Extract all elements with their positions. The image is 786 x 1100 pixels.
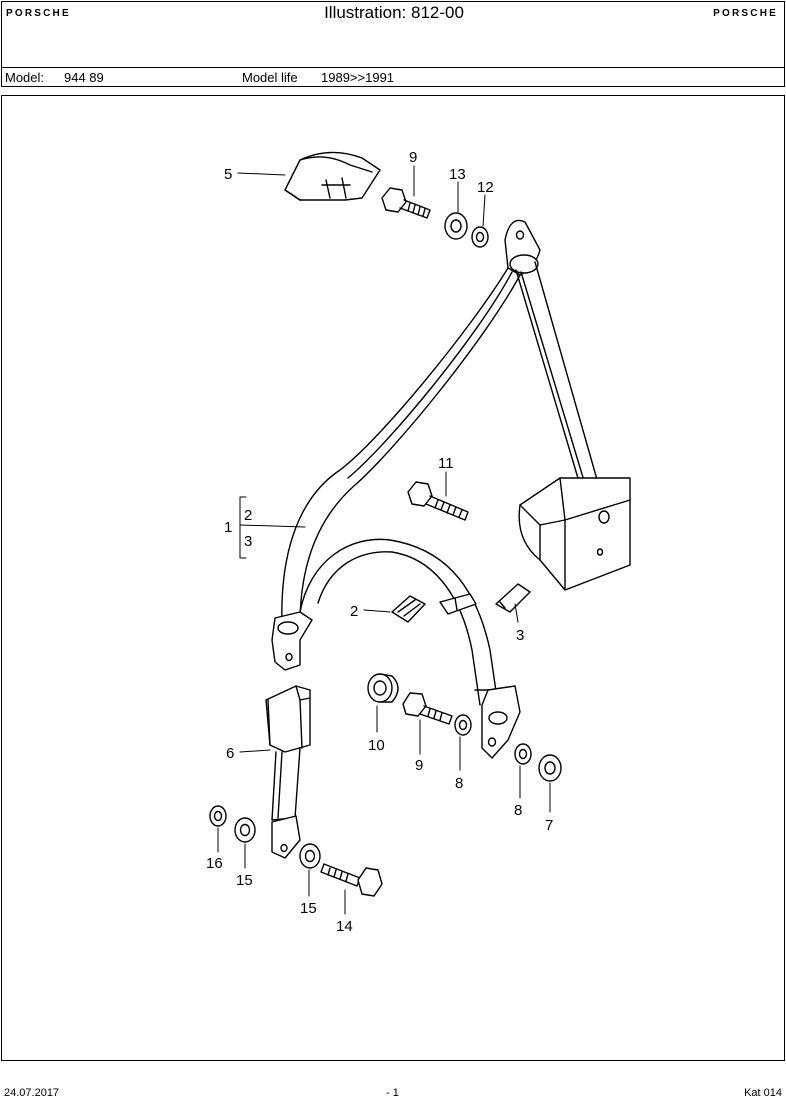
callout-7: 7: [545, 817, 553, 834]
page-title: Illustration: 812-00: [324, 3, 464, 22]
washer-13-part: [444, 212, 468, 240]
callout-3-bracket: 3: [244, 533, 252, 550]
washer-8b-part: [514, 743, 532, 765]
model-life-value: 1989>>1991: [321, 70, 395, 85]
footer-page: - 1: [386, 1087, 399, 1099]
callout-11: 11: [438, 455, 454, 472]
washer-16-part: [209, 805, 227, 827]
model-label: Model:: [5, 70, 45, 85]
callout-15b: 15: [300, 900, 317, 917]
callout-13: 13: [449, 166, 466, 183]
diagonal-belt-part: [281, 267, 521, 626]
spacer-10-part: [367, 673, 399, 703]
callout-6: 6: [226, 745, 234, 762]
nut-12-part: [471, 226, 489, 248]
brand-logo-left: PORSCHE: [6, 8, 71, 19]
clip-2-part: [391, 595, 426, 623]
brand-logo-right: PORSCHE: [713, 8, 778, 19]
retractor-part: [518, 477, 631, 591]
buckle-6-part: [265, 685, 311, 859]
bolt-9-mid-part: [402, 692, 453, 725]
bolt-top-part: [381, 187, 431, 219]
illustration-frame: [1, 95, 785, 1061]
callout-2: 2: [350, 603, 358, 620]
callout-8a: 8: [455, 775, 463, 792]
callout-3: 3: [516, 627, 524, 644]
washer-15a-part: [234, 817, 256, 843]
callout-15a: 15: [236, 872, 253, 889]
lower-left-fitting-part: [271, 611, 313, 671]
bolt-14-part: [320, 863, 383, 897]
shoulder-strap-part: [515, 261, 601, 496]
model-life-label: Model life: [242, 70, 298, 85]
footer-catalog: Kat 014: [744, 1087, 782, 1099]
leader-lines: [217, 165, 551, 915]
callout-8b: 8: [514, 802, 522, 819]
callout-numbers: 1 2 3 5 9 13 12 11 2 3 6 10 9 8 8 7 16 1…: [206, 149, 553, 935]
callout-2-bracket: 2: [244, 507, 252, 524]
trim-cover-part: [284, 151, 381, 201]
washer-7-part: [538, 754, 562, 782]
lower-right-fitting-part: [481, 685, 521, 759]
callout-14: 14: [336, 918, 353, 935]
footer-date: 24.07.2017: [4, 1087, 60, 1099]
callout-9-mid: 9: [415, 757, 423, 774]
model-bar: Model: 944 89 Model life 1989>>1991: [1, 67, 785, 87]
callout-9-top: 9: [409, 149, 417, 166]
washer-8a-part: [454, 714, 472, 736]
callout-10: 10: [368, 737, 385, 754]
bolt-11-part: [407, 481, 469, 521]
callout-16: 16: [206, 855, 223, 872]
belt-guide-clip-part: [439, 593, 477, 615]
upper-anchor-part: [504, 219, 541, 276]
washer-15b-part: [299, 843, 321, 869]
model-value: 944 89: [64, 70, 104, 85]
callout-12: 12: [477, 179, 494, 196]
callout-5: 5: [224, 166, 232, 183]
callout-1: 1: [224, 519, 232, 536]
callout-bracket: [239, 496, 247, 559]
clip-3-part: [495, 583, 531, 613]
